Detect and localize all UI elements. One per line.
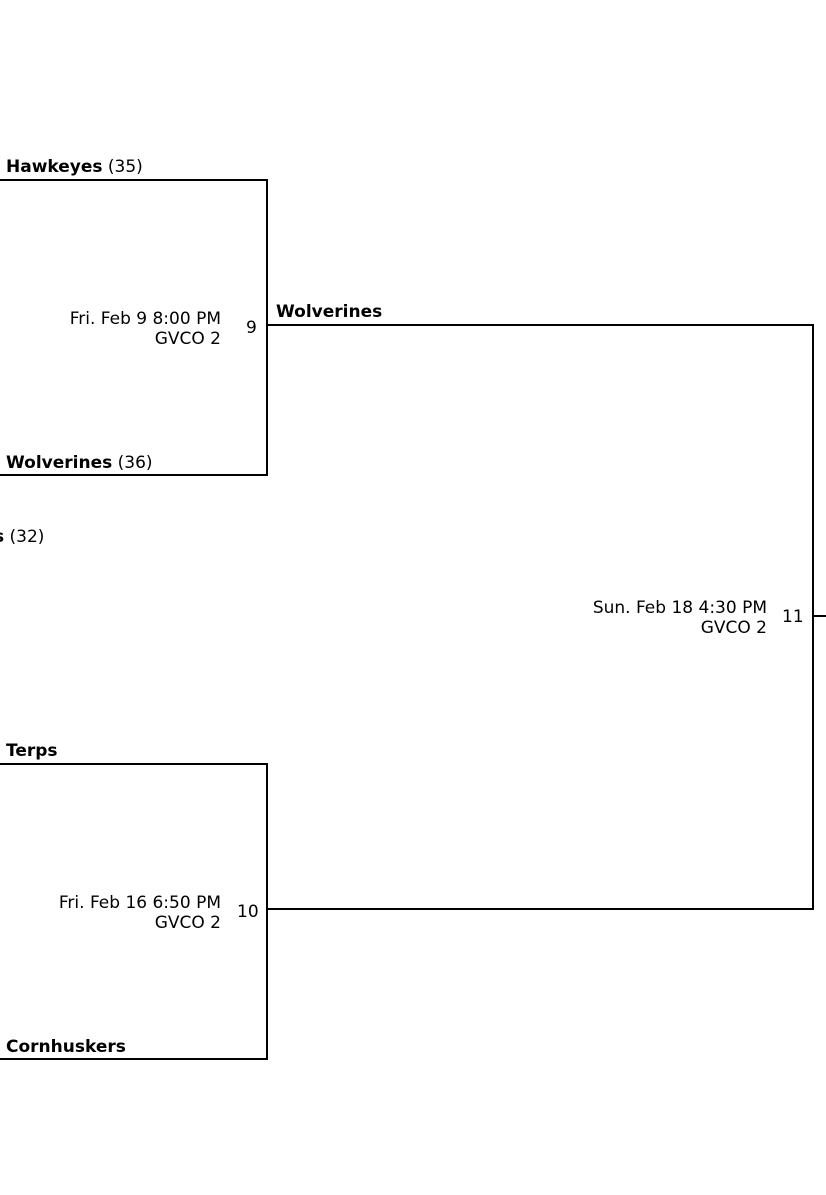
bracket-line [266, 324, 814, 326]
bracket-line [266, 908, 814, 910]
game-number: 11 [782, 607, 804, 627]
team-slot-cutoff[interactable]: s (32) [0, 527, 44, 547]
team-slot-terps[interactable]: Terps [6, 741, 58, 761]
game-number: 9 [246, 318, 257, 338]
team-slot-hawkeyes[interactable]: Hawkeyes (35) [6, 157, 143, 177]
game-info: Fri. Feb 16 6:50 PM GVCO 2 [59, 893, 221, 933]
bracket-connector [266, 179, 268, 476]
team-name: Wolverines [6, 453, 113, 473]
game-datetime: Fri. Feb 16 6:50 PM [58, 893, 221, 913]
game-venue: GVCO 2 [154, 913, 221, 933]
bracket-line [0, 179, 268, 181]
team-name: Hawkeyes [6, 157, 103, 177]
team-seed: (32) [9, 527, 45, 547]
bracket-line [0, 1058, 268, 1060]
bracket-connector [266, 763, 268, 1060]
game-info: Fri. Feb 9 8:00 PM GVCO 2 [70, 309, 221, 349]
game-number: 10 [237, 902, 259, 922]
bracket-connector [812, 324, 814, 910]
team-slot-cornhuskers[interactable]: Cornhuskers [6, 1037, 126, 1057]
team-slot-winner-game-9[interactable]: Wolverines [276, 302, 382, 322]
game-datetime: Sun. Feb 18 4:30 PM [592, 598, 767, 618]
team-name: Cornhuskers [6, 1037, 126, 1057]
bracket-line-next-round [812, 615, 826, 617]
bracket-line [0, 474, 268, 476]
game-info: Sun. Feb 18 4:30 PM GVCO 2 [593, 598, 767, 638]
team-seed: (36) [117, 453, 153, 473]
game-datetime: Fri. Feb 9 8:00 PM [69, 309, 221, 329]
game-venue: GVCO 2 [700, 618, 767, 638]
team-name: s [0, 527, 4, 547]
team-name: Wolverines [276, 302, 383, 322]
bracket-line [0, 763, 268, 765]
team-slot-wolverines[interactable]: Wolverines (36) [6, 453, 153, 473]
team-seed: (35) [107, 157, 143, 177]
game-venue: GVCO 2 [154, 329, 221, 349]
team-name: Terps [6, 741, 58, 761]
